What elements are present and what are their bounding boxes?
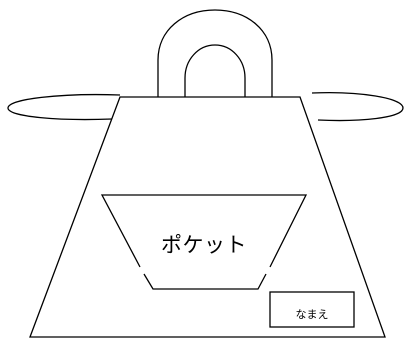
left-waist-tie — [7, 93, 121, 121]
name-tag-label: なまえ — [295, 308, 329, 321]
apron-body — [29, 96, 386, 338]
pocket-outline-bottom — [143, 273, 267, 290]
neck-strap-outer — [157, 9, 273, 97]
name-tag-box — [269, 291, 355, 328]
right-waist-tie — [311, 92, 404, 122]
neck-strap-inner — [184, 44, 246, 97]
pocket-outline-top — [100, 194, 308, 268]
pocket-label: ポケット — [161, 233, 247, 257]
